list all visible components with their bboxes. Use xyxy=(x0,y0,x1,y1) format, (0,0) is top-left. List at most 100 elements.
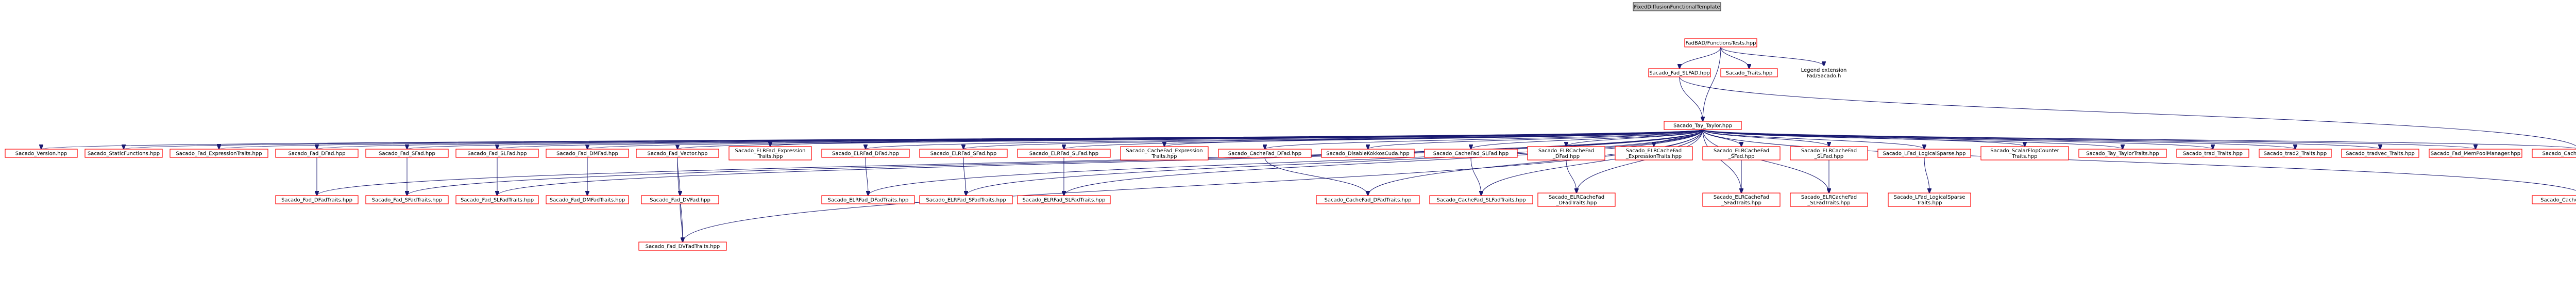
graph-node[interactable]: FadBAD/FunctionsTests.hpp xyxy=(1684,38,1757,47)
graph-node[interactable]: Sacado_Fad_DMFadTraits.hpp xyxy=(546,195,629,204)
node-label: Sacado_Fad_DMFadTraits.hpp xyxy=(550,198,625,203)
node-box xyxy=(1424,149,1518,158)
graph-node[interactable]: Sacado_CacheFad_DFad.hpp xyxy=(1218,149,1312,158)
graph-edge xyxy=(677,129,1703,149)
graph-edge xyxy=(1924,157,1929,193)
graph-node[interactable]: Sacado_ELRCacheFad_SFad.hpp xyxy=(1702,146,1781,160)
graph-node[interactable]: Sacado_Fad_SLFad.hpp xyxy=(455,149,539,158)
graph-node[interactable]: Sacado_ELRFad_SLFad.hpp xyxy=(1017,149,1111,158)
node-label: Sacado_ELRCacheFad xyxy=(1801,148,1857,154)
node-box xyxy=(5,149,78,158)
node-label: Sacado_ELRCacheFad xyxy=(1626,148,1682,154)
node-label: Sacado_Fad_SLFad.hpp xyxy=(467,151,527,157)
graph-node[interactable]: Sacado_ELRFad_SLFadTraits.hpp xyxy=(1017,195,1111,204)
graph-node[interactable]: Sacado_Fad_DVFadTraits.hpp xyxy=(638,242,727,251)
graph-node[interactable]: Sacado_Fad_SLFadTraits.hpp xyxy=(455,195,539,204)
node-label: _SFad.hpp xyxy=(1728,154,1755,159)
node-box xyxy=(638,242,727,251)
graph-node[interactable]: Sacado_ELRCacheFad_SLFad.hpp xyxy=(1790,146,1868,160)
graph-edge xyxy=(1702,129,2295,149)
node-label: Sacado_ELRFad_SLFad.hpp xyxy=(1029,151,1098,157)
node-box xyxy=(919,149,1008,158)
graph-node[interactable]: Sacado_trad2_Traits.hpp xyxy=(2259,149,2332,158)
graph-edge xyxy=(1481,129,1703,196)
node-box xyxy=(2532,149,2576,158)
graph-edge xyxy=(1470,157,1481,196)
node-label: Sacado_ELRCacheFad xyxy=(1549,195,1604,200)
graph-node[interactable]: FixedDiffusionFunctionalTemplate xyxy=(1633,2,1721,11)
graph-node[interactable]: Sacado_CacheFad_SFadTraits.hpp xyxy=(2532,195,2576,204)
graph-node[interactable]: Sacado_Traits.hpp xyxy=(1720,68,1778,77)
graph-node[interactable]: Sacado_tradvec_Traits.hpp xyxy=(2341,149,2419,158)
node-box xyxy=(636,149,719,158)
graph-node[interactable]: Sacado_CacheFad_ExpressionTraits.hpp xyxy=(1120,146,1209,160)
graph-node[interactable]: Sacado_CacheFad_SFad.hpp xyxy=(2532,149,2576,158)
graph-edge xyxy=(1702,129,2576,149)
node-box xyxy=(728,146,812,160)
graph-node[interactable]: Sacado_Fad_ExpressionTraits.hpp xyxy=(170,149,268,158)
graph-node[interactable]: Sacado_Fad_MemPoolManager.hpp xyxy=(2429,149,2522,158)
graph-node[interactable]: Sacado_ELRCacheFad_SFadTraits.hpp xyxy=(1702,192,1781,207)
node-box xyxy=(1664,121,1742,130)
node-label: Legend extension xyxy=(1801,68,1847,73)
graph-node[interactable]: Sacado_Fad_SFadTraits.hpp xyxy=(365,195,449,204)
graph-node[interactable]: Sacado_Fad_SLFAD.hpp xyxy=(1648,68,1711,77)
node-label: Sacado_ELRFad_Expression xyxy=(735,148,806,154)
graph-node[interactable]: Sacado_CacheFad_SLFad.hpp xyxy=(1424,149,1518,158)
graph-node[interactable]: Sacado_trad_Traits.hpp xyxy=(2176,149,2249,158)
node-label: Sacado_ELRCacheFad xyxy=(1714,148,1769,154)
graph-node[interactable]: Sacado_Fad_SFad.hpp xyxy=(365,149,449,158)
graph-node[interactable]: Sacado_ELRFad_DFadTraits.hpp xyxy=(821,195,915,204)
graph-node[interactable]: Sacado_Fad_DFad.hpp xyxy=(275,149,359,158)
node-label: Sacado_CacheFad_SLFad.hpp xyxy=(1433,151,1509,157)
node-label: Sacado_Fad_DVFad.hpp xyxy=(650,198,710,203)
node-label: Sacado_CacheFad_DFad.hpp xyxy=(1228,151,1301,157)
graph-edge xyxy=(1680,46,1721,69)
node-box xyxy=(1017,195,1111,204)
graph-node[interactable]: Sacado_ELRCacheFad_DFadTraits.hpp xyxy=(1537,192,1616,207)
graph-edge xyxy=(1164,129,1703,147)
graph-node[interactable]: Sacado_CacheFad_DFadTraits.hpp xyxy=(1316,195,1420,204)
graph-edge xyxy=(407,129,1703,196)
node-box xyxy=(1792,66,1855,80)
nodes-layer: FixedDiffusionFunctionalTemplateFadBAD/F… xyxy=(5,2,2576,251)
graph-node[interactable]: Sacado_ELRCacheFad_SLFadTraits.hpp xyxy=(1790,192,1868,207)
node-box xyxy=(1702,146,1781,160)
node-label: Sacado_Version.hpp xyxy=(15,151,67,157)
graph-node[interactable]: Sacado_ELRFad_SFadTraits.hpp xyxy=(919,195,1013,204)
node-box xyxy=(1877,149,1971,158)
node-box xyxy=(1790,146,1868,160)
graph-edge xyxy=(1264,157,1368,196)
node-label: _SLFad.hpp xyxy=(1814,154,1843,159)
graph-node[interactable]: Sacado_ELRFad_ExpressionTraits.hpp xyxy=(728,146,812,160)
graph-edge xyxy=(868,129,1703,196)
node-label: Sacado_Fad_SLFadTraits.hpp xyxy=(461,198,534,203)
node-label: Sacado_ScalarFlopCounter xyxy=(1990,148,2059,154)
node-label: _DFadTraits.hpp xyxy=(1555,200,1597,206)
node-label: Sacado_CacheFad_Expression xyxy=(1126,148,1202,154)
graph-node[interactable]: Sacado_Fad_DMFad.hpp xyxy=(546,149,629,158)
graph-node[interactable]: Sacado_DisableKokkosCuda.hpp xyxy=(1321,149,1415,158)
graph-node[interactable]: Sacado_ELRCacheFad_ExpressionTraits.hpp xyxy=(1615,146,1693,160)
node-box xyxy=(2078,149,2167,158)
graph-node[interactable]: Sacado_Tay_TaylorTraits.hpp xyxy=(2078,149,2167,158)
node-label: Traits.hpp xyxy=(2012,154,2038,159)
graph-node[interactable]: Sacado_Tay_Taylor.hpp xyxy=(1664,121,1742,130)
graph-node[interactable]: Sacado_LFad_LogicalSparse.hpp xyxy=(1877,149,1971,158)
graph-node[interactable]: Sacado_ELRFad_SFad.hpp xyxy=(919,149,1008,158)
graph-node[interactable]: Sacado_CacheFad_SLFadTraits.hpp xyxy=(1429,195,1533,204)
node-box xyxy=(1429,195,1533,204)
graph-edge xyxy=(1679,76,1703,121)
graph-node[interactable]: Sacado_Fad_DFadTraits.hpp xyxy=(275,195,359,204)
node-label: Sacado_Fad_MemPoolManager.hpp xyxy=(2431,151,2520,157)
graph-node[interactable]: Sacado_StaticFunctions.hpp xyxy=(84,149,163,158)
graph-node[interactable]: Sacado_Fad_Vector.hpp xyxy=(636,149,719,158)
graph-node[interactable]: Sacado_ELRFad_DFad.hpp xyxy=(821,149,910,158)
graph-node[interactable]: Sacado_ELRCacheFad_DFad.hpp xyxy=(1527,146,1605,160)
graph-node[interactable]: Sacado_Version.hpp xyxy=(5,149,78,158)
graph-node[interactable]: Sacado_Fad_DVFad.hpp xyxy=(641,195,719,204)
node-box xyxy=(1316,195,1420,204)
node-label: Sacado_CacheFad_SLFadTraits.hpp xyxy=(1436,198,1526,203)
